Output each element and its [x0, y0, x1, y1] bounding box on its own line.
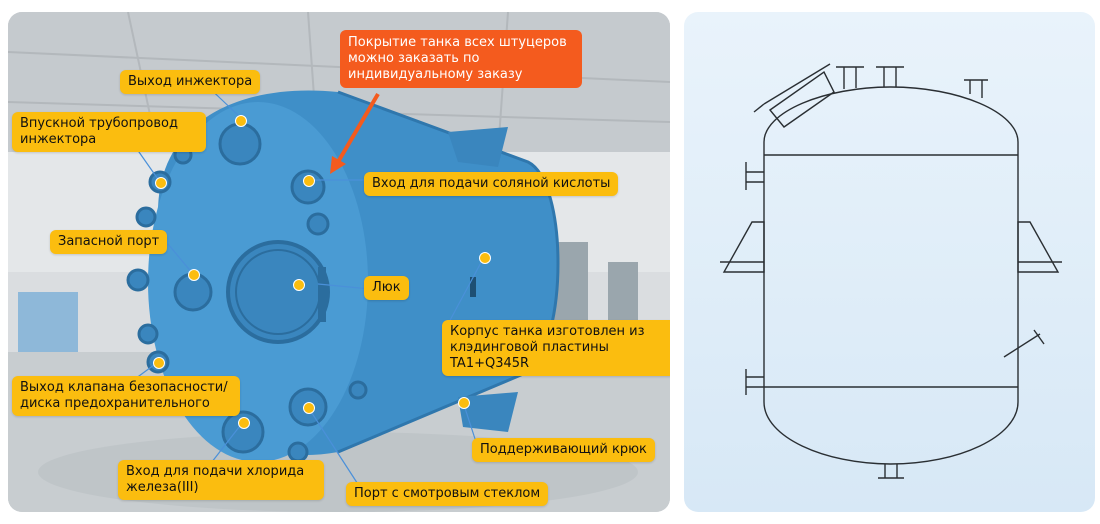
marker-dot [155, 177, 167, 189]
technical-drawing-panel [684, 12, 1095, 512]
label-ferric-chloride: Вход для подачи хлорида железа(III) [118, 460, 324, 500]
label-body-material: Корпус танка изготовлен из клэдинговой п… [442, 320, 670, 376]
marker-dot [479, 252, 491, 264]
marker-dot [153, 357, 165, 369]
customization-callout: Покрытие танка всех штуцеров можно заказ… [340, 30, 582, 88]
label-injector-outlet: Выход инжектора [120, 70, 261, 94]
label-sight-glass: Порт с смотровым стеклом [346, 482, 549, 506]
label-injector-inlet: Впускной трубопровод инжектора [12, 112, 206, 152]
tank-drawing [720, 63, 1062, 479]
marker-dot [238, 417, 250, 429]
marker-dot [458, 397, 470, 409]
marker-dot [293, 279, 305, 291]
marker-dot [303, 402, 315, 414]
marker-dot [303, 175, 315, 187]
label-support-hook: Поддерживающий крюк [472, 438, 655, 462]
label-hcl-inlet: Вход для подачи соляной кислоты [364, 172, 619, 196]
marker-dot [188, 269, 200, 281]
label-safety-valve: Выход клапана безопасности/ диска предох… [12, 376, 240, 416]
label-manhole: Люк [364, 276, 409, 300]
marker-dot [235, 115, 247, 127]
product-photo-panel: Выход инжектора Впускной трубопровод инж… [8, 12, 670, 512]
label-spare-port: Запасной порт [50, 230, 168, 254]
